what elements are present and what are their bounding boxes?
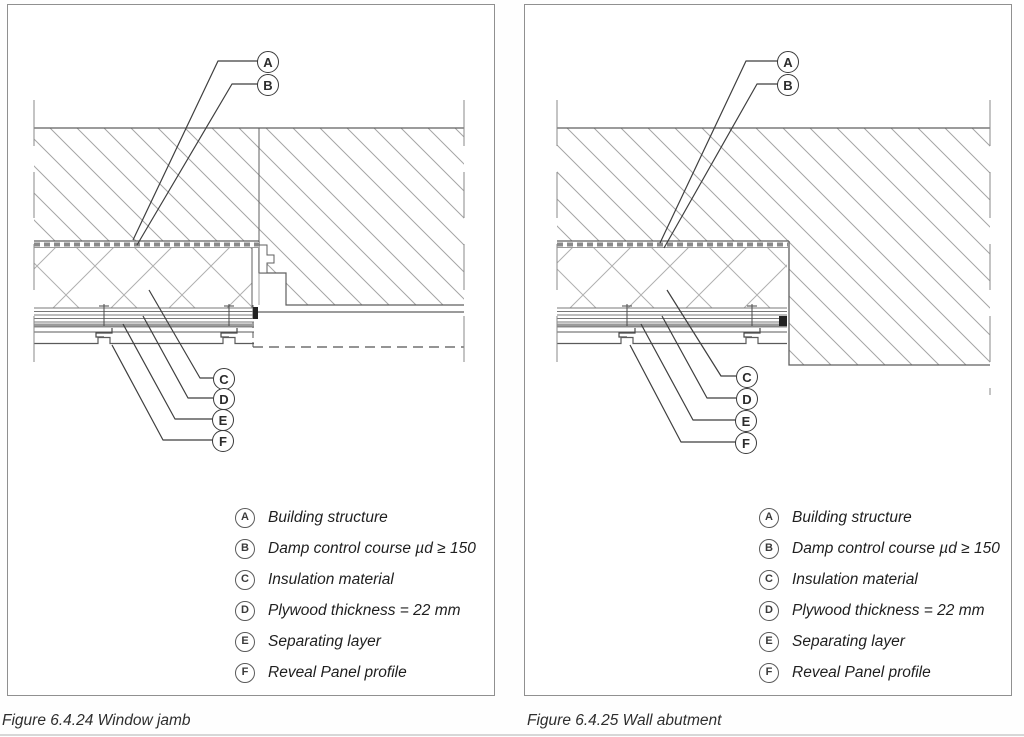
legend-label-d: Plywood thickness = 22 mm xyxy=(792,601,985,619)
panel-wall-abutment: A B C D E F A Building structure B Damp … xyxy=(524,4,1012,696)
window-jamb-drawing xyxy=(33,60,465,441)
legend-label-d: Plywood thickness = 22 mm xyxy=(268,601,461,619)
legend-item-c: C Insulation material xyxy=(235,569,476,590)
legend-badge-c: C xyxy=(759,569,779,590)
legend-badge-a: A xyxy=(759,507,779,528)
callout-b-badge: B xyxy=(257,74,279,96)
legend-badge-e: E xyxy=(759,631,779,652)
legend-label-a: Building structure xyxy=(792,508,912,526)
callout-d-badge: D xyxy=(736,388,758,410)
callout-e-badge: E xyxy=(735,410,757,432)
callout-a-badge: A xyxy=(777,51,799,73)
callout-f-badge: F xyxy=(735,432,757,454)
callout-a-badge: A xyxy=(257,51,279,73)
legend-label-b: Damp control course µd ≥ 150 xyxy=(268,539,476,557)
callout-e-badge: E xyxy=(212,409,234,431)
legend-badge-e: E xyxy=(235,631,255,652)
legend-badge-f: F xyxy=(235,662,255,683)
legend-item-c: C Insulation material xyxy=(759,569,1000,590)
legend-label-e: Separating layer xyxy=(792,632,905,650)
legend-item-e: E Separating layer xyxy=(235,631,476,652)
legend-badge-d: D xyxy=(759,600,779,621)
callout-c-badge: C xyxy=(736,366,758,388)
legend-item-f: F Reveal Panel profile xyxy=(235,662,476,683)
legend-label-b: Damp control course µd ≥ 150 xyxy=(792,539,1000,557)
legend-window-jamb: A Building structure B Damp control cour… xyxy=(235,507,476,694)
legend-item-a: A Building structure xyxy=(235,507,476,528)
caption-wall-abutment: Figure 6.4.25 Wall abutment xyxy=(527,712,722,729)
legend-badge-b: B xyxy=(759,538,779,559)
legend-badge-f: F xyxy=(759,662,779,683)
legend-item-d: D Plywood thickness = 22 mm xyxy=(759,600,1000,621)
callout-d-badge: D xyxy=(213,388,235,410)
legend-badge-c: C xyxy=(235,569,255,590)
callout-c-badge: C xyxy=(213,368,235,390)
panel-window-jamb: A B C D E F A Building structure B Damp … xyxy=(7,4,495,696)
legend-item-f: F Reveal Panel profile xyxy=(759,662,1000,683)
legend-item-b: B Damp control course µd ≥ 150 xyxy=(235,538,476,559)
legend-badge-a: A xyxy=(235,507,255,528)
legend-item-b: B Damp control course µd ≥ 150 xyxy=(759,538,1000,559)
legend-label-e: Separating layer xyxy=(268,632,381,650)
legend-wall-abutment: A Building structure B Damp control cour… xyxy=(759,507,1000,694)
legend-label-a: Building structure xyxy=(268,508,388,526)
legend-label-c: Insulation material xyxy=(792,570,918,588)
legend-item-e: E Separating layer xyxy=(759,631,1000,652)
legend-label-f: Reveal Panel profile xyxy=(268,663,407,681)
legend-badge-b: B xyxy=(235,538,255,559)
legend-label-c: Insulation material xyxy=(268,570,394,588)
callout-b-badge: B xyxy=(777,74,799,96)
callout-f-badge: F xyxy=(212,430,234,452)
page-edge-line xyxy=(0,734,1024,736)
legend-label-f: Reveal Panel profile xyxy=(792,663,931,681)
legend-item-d: D Plywood thickness = 22 mm xyxy=(235,600,476,621)
legend-badge-d: D xyxy=(235,600,255,621)
caption-window-jamb: Figure 6.4.24 Window jamb xyxy=(2,712,191,729)
wall-abutment-drawing xyxy=(556,60,991,443)
legend-item-a: A Building structure xyxy=(759,507,1000,528)
